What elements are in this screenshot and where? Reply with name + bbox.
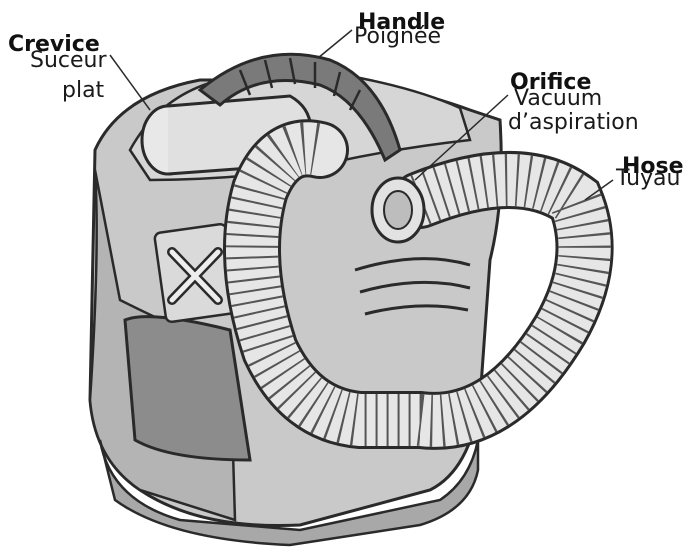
- label-handle-en: Handle: [358, 10, 446, 35]
- x-mark-inner: [169, 249, 221, 303]
- vacuum-orifice-inner: [383, 190, 413, 230]
- label-hose-fr: Tuyau: [616, 166, 681, 191]
- handle: [197, 52, 402, 163]
- handle-ribs: [238, 57, 362, 111]
- leader-crevice: [109, 54, 151, 111]
- hose-inner: [226, 122, 611, 447]
- vacuum-window: [123, 315, 252, 462]
- leader-hose: [584, 179, 614, 201]
- vacuum-base: [98, 439, 480, 547]
- front-grille: [354, 257, 471, 316]
- label-crevice-en: Crevice: [8, 32, 100, 57]
- leader-handle: [317, 29, 353, 59]
- label-hose-en: Hose: [622, 154, 684, 179]
- label-vacuum-fr-1: Vacuum: [514, 86, 603, 111]
- label-handle-fr: Poignée: [354, 24, 442, 49]
- label-crevice-fr-2: plat: [62, 78, 105, 103]
- label-crevice-fr-1: Suceur: [30, 48, 107, 73]
- leader-vacuum: [414, 94, 509, 181]
- label-vacuum-en: Orifice: [510, 70, 592, 95]
- label-vacuum-fr-2: d’aspiration: [508, 110, 639, 135]
